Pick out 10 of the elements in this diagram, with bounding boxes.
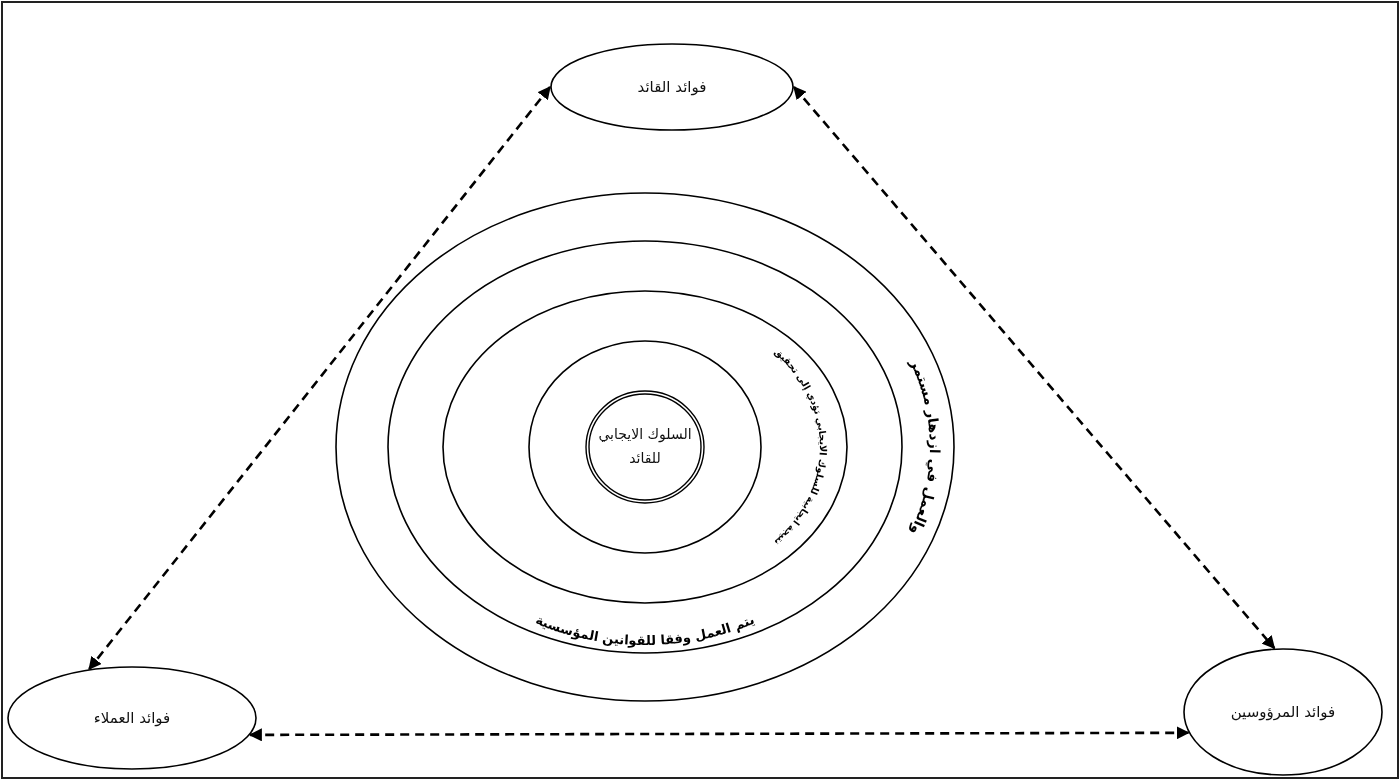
curved-label: والعمل في ازدهار مستمر: [907, 356, 943, 538]
arrow: [88, 86, 551, 671]
oval-label: فوائد العملاء: [93, 709, 171, 727]
arrow: [248, 726, 1190, 742]
curved-label: يتم العمل وفقا للقوانين المؤسسية: [533, 611, 757, 649]
oval-label: فوائد المرؤوسين: [1230, 703, 1336, 721]
curved-label: نتيجة ايجابية للسلوك الايجابي تؤدي إلى تحقيق: [772, 345, 829, 549]
arrow: [793, 86, 1276, 650]
circle-label: السلوك الايجابي للقائد: [597, 425, 693, 468]
oval-label: فوائد القائد: [637, 78, 707, 96]
